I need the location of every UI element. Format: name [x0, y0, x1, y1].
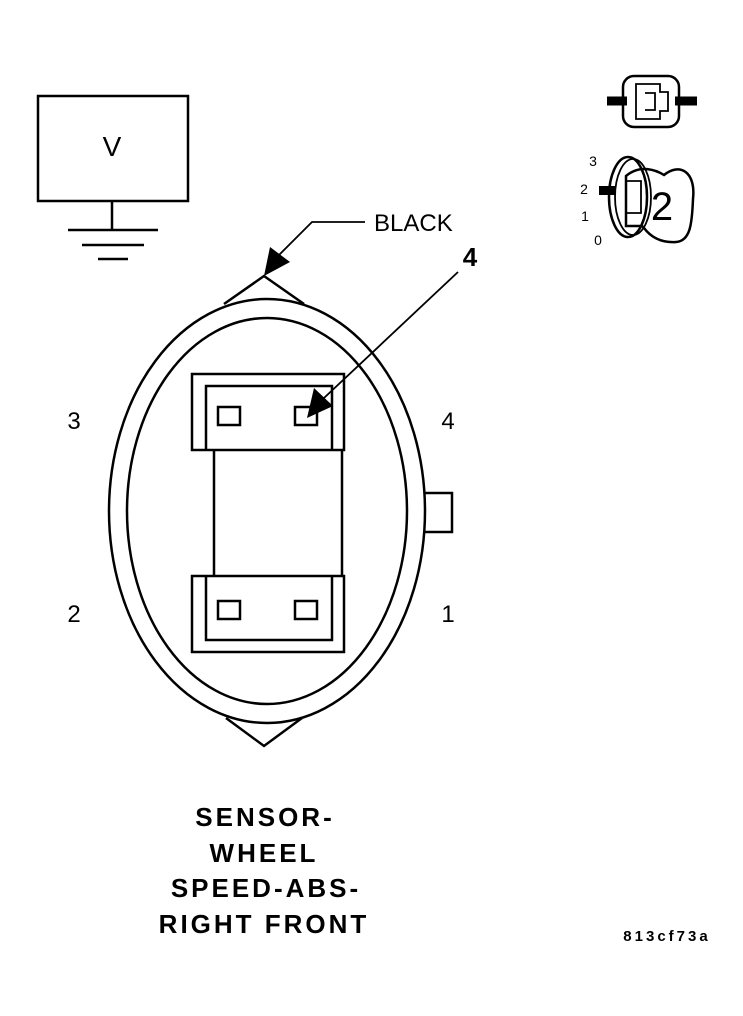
view-position-0: 0	[594, 232, 602, 248]
title-line-3: SPEED-ABS-	[171, 873, 361, 903]
title-line-4: RIGHT FRONT	[159, 909, 370, 939]
view-position-3: 3	[589, 153, 597, 169]
pin-callout-arrow	[307, 271, 459, 418]
pin-number-3: 3	[67, 408, 80, 435]
component-title: SENSOR- WHEEL SPEED-ABS- RIGHT FRONT	[159, 802, 370, 939]
ground-icon	[68, 201, 158, 261]
voltmeter-symbol: V	[36, 94, 190, 203]
title-line-1: SENSOR-	[195, 802, 334, 832]
wire-color-callout: BLACK	[264, 210, 453, 276]
pin-number-2: 2	[67, 601, 80, 628]
pin-3-cavity	[216, 405, 242, 427]
wire-color-label: BLACK	[374, 210, 453, 237]
connector-view-icon: 2	[599, 155, 695, 244]
voltmeter-label: V	[103, 131, 122, 162]
view-position-2: 2	[580, 181, 588, 197]
pin-number-1: 1	[441, 601, 454, 628]
connector-body	[107, 274, 454, 748]
view-position-1: 1	[581, 208, 589, 224]
pin-number-4: 4	[441, 408, 454, 435]
pin-1-cavity	[293, 599, 319, 621]
connector-side-view-icon	[607, 74, 697, 129]
pin-4-cavity	[293, 405, 319, 427]
callout-number: 4	[463, 242, 478, 272]
pin-2-cavity	[216, 599, 242, 621]
view-selected-number: 2	[651, 185, 673, 229]
title-line-2: WHEEL	[210, 838, 319, 868]
terminal-block	[190, 372, 346, 654]
figure-code: 813cf73a	[623, 928, 710, 945]
